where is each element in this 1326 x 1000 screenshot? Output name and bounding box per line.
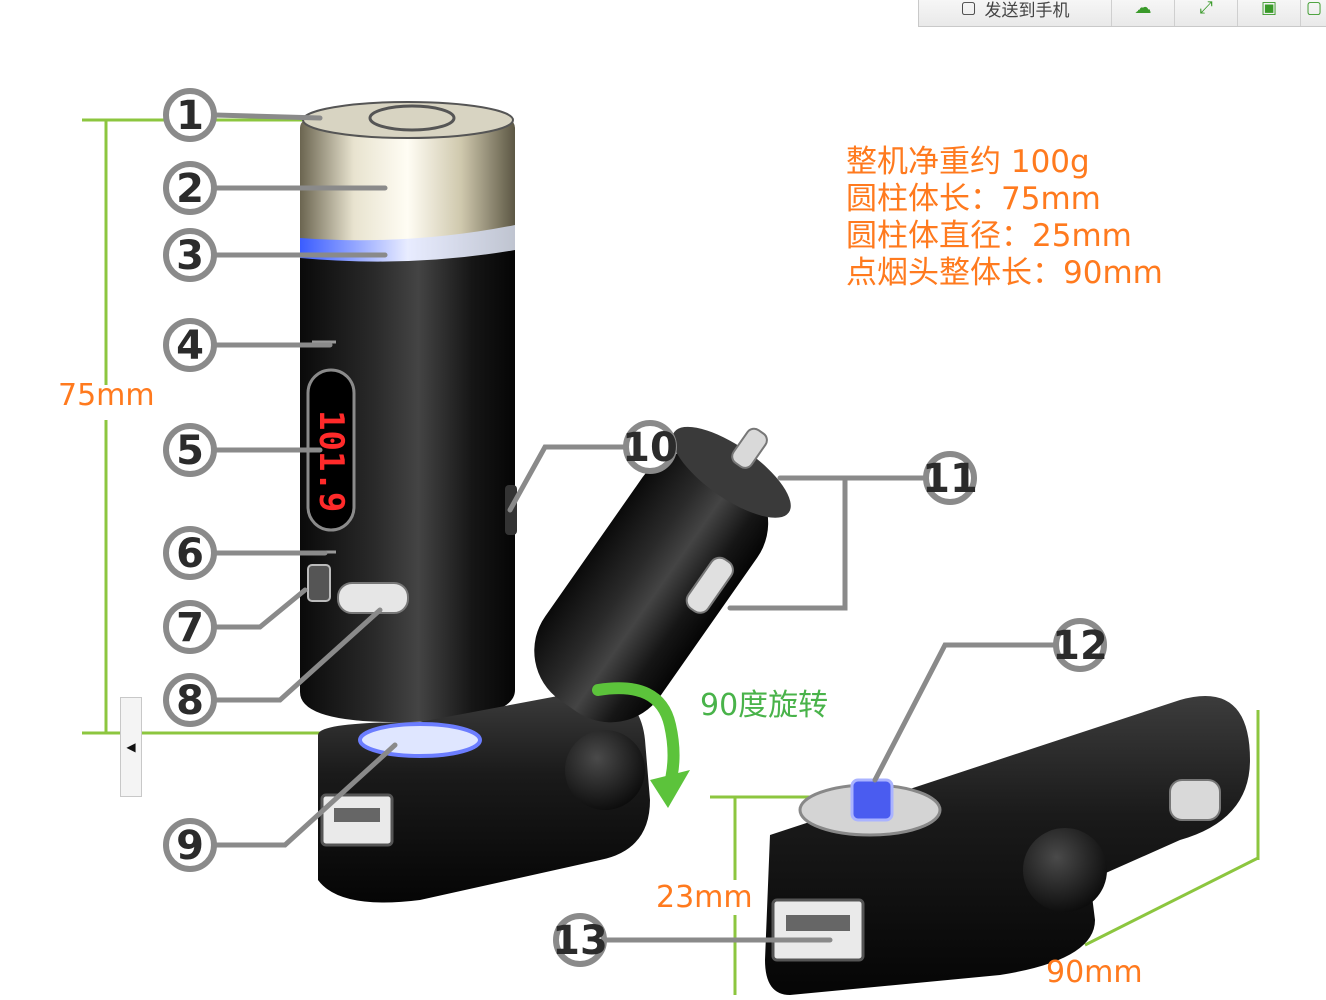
caret-left-icon: ◀: [126, 740, 136, 754]
more-icon: ▢: [1305, 0, 1323, 18]
svg-text:11: 11: [922, 456, 978, 502]
callout-1: 1: [163, 88, 217, 142]
expand-button[interactable]: ⤢: [1175, 0, 1238, 26]
save-button[interactable]: ▣: [1238, 0, 1301, 26]
svg-text:6: 6: [176, 531, 204, 577]
callout-9: 9: [163, 818, 217, 872]
callout-11: 11: [922, 451, 978, 505]
phone-icon: ▢: [960, 0, 977, 18]
collapse-sidebar-tab[interactable]: ◀: [120, 697, 142, 797]
callout-3: 3: [163, 228, 217, 282]
cloud-icon: ☁: [1134, 0, 1152, 18]
swivel-base: [318, 690, 650, 903]
save-icon: ▣: [1260, 0, 1278, 18]
spec-cylinder-diameter: 圆柱体直径：25mm: [846, 218, 1132, 254]
svg-text:8: 8: [176, 678, 204, 724]
svg-text:3: 3: [176, 233, 204, 279]
spec-weight: 整机净重约 100g: [846, 144, 1090, 180]
more-button[interactable]: ▢: [1301, 0, 1326, 26]
dimension-length-label: 90mm: [1046, 955, 1143, 990]
svg-text:13: 13: [552, 918, 608, 964]
callout-7: 7: [163, 600, 217, 654]
callout-10: 10: [622, 420, 678, 474]
send-to-phone-label: 发送到手机: [984, 0, 1070, 21]
rotation-arrowhead-icon: [650, 770, 690, 808]
callout-2: 2: [163, 161, 217, 215]
svg-text:10: 10: [622, 425, 678, 471]
lcd-frequency-display: 101.9: [311, 410, 351, 512]
callout-13: 13: [552, 913, 608, 967]
svg-text:12: 12: [1052, 623, 1108, 669]
rotation-arrow-icon: [592, 682, 680, 796]
svg-text:9: 9: [176, 823, 204, 869]
callout-4: 4: [163, 318, 217, 372]
expand-icon: ⤢: [1199, 0, 1213, 18]
svg-text:5: 5: [176, 428, 204, 474]
callout-badges: 1 2 3 4 5 6 7 8 9 10 11 12 13: [163, 88, 1108, 967]
svg-text:4: 4: [176, 323, 204, 369]
dimension-height-label: 75mm: [58, 378, 155, 413]
callout-6: 6: [163, 526, 217, 580]
callout-8: 8: [163, 673, 217, 727]
spec-list: 整机净重约 100g 圆柱体长：75mm 圆柱体直径：25mm 点烟头整体长：9…: [846, 144, 1163, 292]
send-to-phone-button[interactable]: ▢ 发送到手机: [919, 0, 1112, 26]
callout-leaders: [212, 112, 1058, 943]
bluetooth-transmitter-cylinder: 101.9: [300, 101, 517, 723]
cloud-button[interactable]: ☁: [1112, 0, 1175, 26]
top-toolbar: ▢ 发送到手机 ☁ ⤢ ▣ ▢: [918, 0, 1326, 27]
spec-cylinder-length: 圆柱体长：75mm: [846, 181, 1101, 217]
rotation-label: 90度旋转: [700, 688, 829, 723]
callout-12: 12: [1052, 618, 1108, 672]
dimension-usb-height-label: 23mm: [656, 880, 753, 915]
svg-text:2: 2: [176, 166, 204, 212]
svg-text:1: 1: [176, 93, 204, 139]
svg-text:7: 7: [176, 605, 204, 651]
callout-5: 5: [163, 423, 217, 477]
cigarette-plug-tilted: [534, 426, 791, 723]
spec-plug-length: 点烟头整体长：90mm: [846, 255, 1163, 291]
bluetooth-transmitter-side: [765, 696, 1250, 995]
